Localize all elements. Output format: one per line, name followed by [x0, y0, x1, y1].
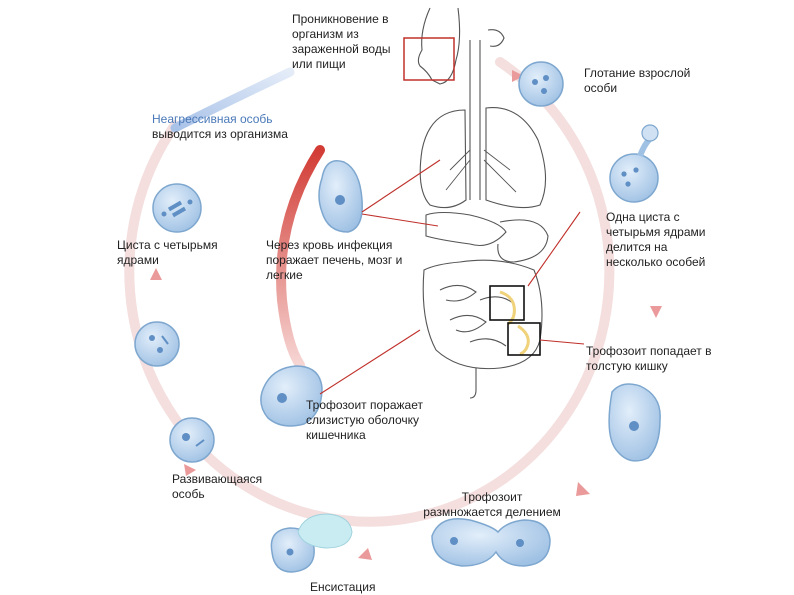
- ring-arrow: [576, 482, 590, 496]
- cyst-four-nuclei-lower: [134, 321, 180, 367]
- cycle-ring: [124, 57, 615, 527]
- cyst-swallowed: [518, 61, 564, 107]
- trophozoite-colon: [608, 383, 661, 462]
- colon-highlight: [517, 324, 530, 356]
- label-four-nuclei: Циста с четырьмя ядрами: [117, 238, 218, 267]
- trophozoite-blood: [318, 160, 363, 233]
- label-developing: Развивающаяся особь: [172, 472, 263, 501]
- label-to-colon: Трофозоит попадает в толстую кишку: [586, 344, 712, 373]
- label-penetration: Проникновение в организм из зараженной в…: [292, 12, 391, 71]
- ring-arrow: [512, 70, 524, 82]
- label-blood-infection: Через кровь инфекция поражает печень, мо…: [266, 238, 403, 282]
- trophozoite-dividing: [431, 518, 551, 567]
- label-swallow: Глотание взрослой особи: [584, 66, 691, 95]
- blood-arc: [276, 145, 325, 370]
- leader-line: [527, 211, 581, 287]
- ring-arrow: [184, 464, 196, 476]
- ring-arrows: [150, 70, 662, 560]
- ring-arrow: [358, 548, 372, 560]
- mouth-highlight-box: [403, 37, 455, 81]
- cyst-excysting: [609, 124, 659, 203]
- label-non-aggressive: Неагрессивная особь выводится из организ…: [152, 112, 292, 142]
- cyst-four-nuclei: [152, 183, 202, 233]
- colon-box-upper: [489, 285, 525, 321]
- leader-lines: [319, 159, 585, 395]
- leader-line: [319, 329, 421, 395]
- leader-line: [361, 213, 439, 227]
- label-non-aggressive-rest: выводится из организма: [152, 127, 288, 141]
- colon-box-lower: [507, 322, 541, 356]
- label-multiplies-rest: размножается делением: [423, 505, 561, 519]
- leader-line: [539, 339, 585, 345]
- label-cyst-divides: Одна циста с четырьмя ядрами делится на …: [606, 210, 706, 269]
- developing-cell: [169, 417, 215, 463]
- ring-arrow: [650, 306, 662, 318]
- label-multiplies-prefix: Трофозоит: [461, 490, 523, 504]
- label-encystation: Енсистация: [310, 580, 376, 594]
- leader-line: [361, 159, 441, 213]
- label-mucosa: Трофозоит поражает слизистую оболочку ки…: [306, 398, 423, 442]
- label-multiplies: Трофозоит размножается делением: [412, 490, 572, 520]
- trophozoite-mucosa: [260, 365, 323, 427]
- human-anatomy: [417, 7, 549, 399]
- encystation-cells: [270, 513, 353, 573]
- ring-arrow: [150, 268, 162, 280]
- exit-arc: [170, 67, 295, 133]
- label-non-aggressive-title: Неагрессивная особь: [152, 112, 273, 126]
